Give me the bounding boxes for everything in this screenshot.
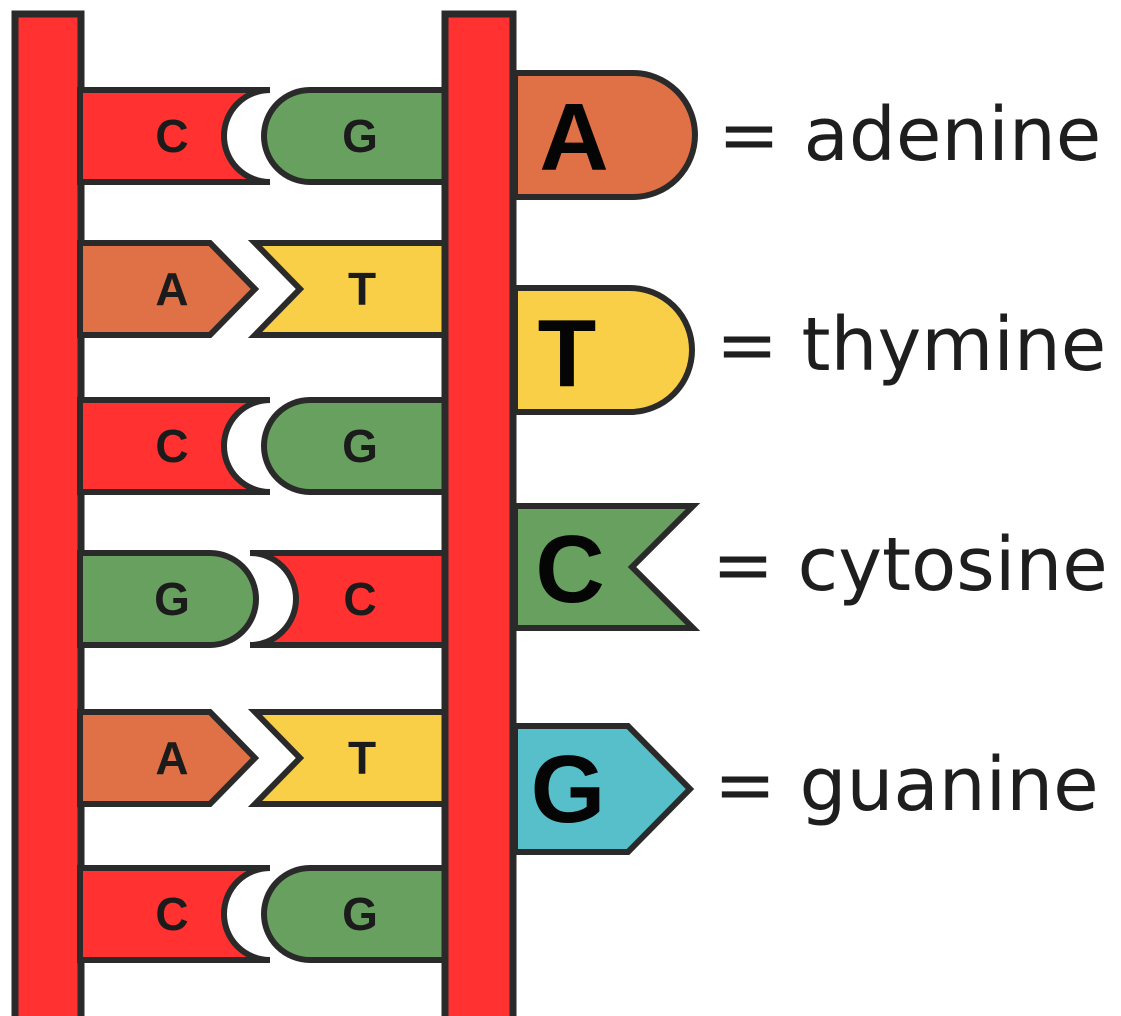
left-base-letter: C: [155, 110, 188, 162]
thymine-key-label: = thymine: [716, 302, 1106, 388]
right-base-letter: G: [342, 888, 378, 940]
guanine-left-base: [77, 550, 259, 648]
guanine-right-base: [261, 397, 449, 495]
right-base-letter: T: [348, 263, 376, 315]
guanine-arrow-tab-icon: [512, 723, 695, 855]
legend-cytosine: C = cytosine: [512, 503, 1108, 631]
adenine-round-tab-icon: [512, 70, 698, 200]
legend-thymine: T = thymine: [512, 285, 1106, 415]
left-base-letter: C: [155, 420, 188, 472]
left-base-letter: A: [155, 263, 188, 315]
thymine-round-tab-icon: [512, 285, 695, 415]
guanine-right-base: [261, 87, 449, 185]
cytosine-right-base: [249, 550, 449, 648]
left-base-letter: G: [154, 573, 190, 625]
adenine-left-base: [77, 709, 260, 807]
guanine-key-letter: G: [531, 736, 606, 843]
guanine-right-base: [261, 865, 449, 963]
cytosine-notched-tab-icon: [512, 503, 701, 631]
legend: A = adenine T = thymine C = cytosine G =…: [512, 70, 1108, 855]
right-base-letter: C: [343, 573, 376, 625]
right-base-letter: G: [342, 110, 378, 162]
legend-guanine: G = guanine: [512, 723, 1099, 855]
guanine-key-label: = guanine: [714, 742, 1099, 828]
adenine-left-base: [77, 240, 260, 338]
adenine-key-letter: A: [539, 84, 608, 191]
left-backbone-strand: [11, 10, 85, 1016]
adenine-key-label: = adenine: [718, 92, 1101, 178]
right-backbone-strand: [441, 10, 517, 1016]
thymine-key-letter: T: [538, 300, 597, 407]
cytosine-key-label: = cytosine: [712, 522, 1108, 608]
cytosine-left-base: [77, 865, 271, 963]
cytosine-left-base: [77, 397, 271, 495]
right-base-letter: G: [342, 420, 378, 472]
left-base-letter: A: [155, 732, 188, 784]
left-base-letter: C: [155, 888, 188, 940]
right-base-letter: T: [348, 732, 376, 784]
legend-adenine: A = adenine: [512, 70, 1101, 200]
cytosine-key-letter: C: [535, 516, 604, 623]
cytosine-left-base: [77, 87, 271, 185]
